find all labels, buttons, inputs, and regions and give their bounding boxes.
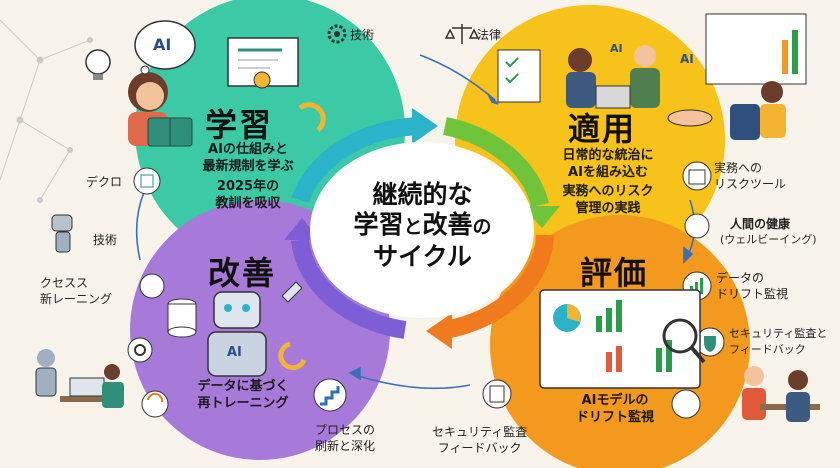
label-security-right-line1: セキュリティ監査と: [729, 327, 828, 340]
label-security-right: セキュリティ監査と フィードバック: [729, 326, 827, 358]
label-practice-tool: 実務への リスクツール: [714, 160, 786, 192]
center-cycle-arrows: [291, 117, 554, 339]
wrench-icon: [281, 281, 303, 303]
application-title: 適用: [568, 110, 637, 148]
label-process-left-line1: クセスス: [40, 276, 89, 290]
dashboard-illustration: [539, 289, 706, 389]
wrench-left-icon: [139, 273, 165, 299]
lightbulb-icon: [85, 49, 111, 80]
sync-icon: [141, 390, 169, 418]
cycle-title-line1: 継続的な: [372, 180, 473, 209]
application-ai-badge-1: AI: [610, 42, 623, 55]
label-process-line2: 刷新と深化: [315, 439, 376, 453]
label-wellbeing: 人間の健康 (ウェルビーイング): [720, 216, 817, 248]
cycle-title: 継続的な 学習と改善の サイクル: [340, 180, 505, 272]
cycle-title-line3: サイクル: [373, 242, 472, 271]
ai-thought-bubble: [134, 20, 196, 75]
application-body-line3: 実務へのリスク: [562, 184, 654, 199]
label-security-bottom-line2: フィードバック: [437, 441, 522, 455]
evaluation-body-line2: ドリフト監視: [575, 410, 654, 425]
label-drift: データの ドリフト監視: [716, 270, 788, 302]
network-decoration: [0, 19, 93, 203]
learning-body-line3: 2025年の: [216, 179, 280, 194]
application-body: 日常的な統治に AIを組み込む 実務へのリスク 管理の実践: [542, 147, 674, 217]
label-wellbeing-line1: 人間の健康: [730, 217, 791, 231]
learning-body-line4: 教訓を吸収: [215, 196, 281, 211]
improvement-body-line1: データに基づく: [197, 379, 289, 394]
label-law-top: 法律: [477, 28, 502, 42]
database-icon: [167, 298, 197, 338]
label-process-left: クセスス 新レーニング: [40, 275, 112, 307]
gear-icon: [327, 24, 347, 44]
label-tech-left: 技術: [93, 233, 118, 247]
student-illustration: [128, 72, 193, 147]
application-body-line1: 日常的な統治に: [562, 148, 654, 163]
meeting-illustration: [497, 45, 713, 127]
document-icon: [482, 379, 512, 409]
label-practice-tool-line1: 実務への: [714, 161, 763, 175]
learning-body-line1: AIの仕組みと: [208, 142, 288, 157]
label-security-right-line2: フィードバック: [729, 343, 806, 356]
people-illustration: [742, 366, 820, 422]
learning-body: AIの仕組みと 最新規制を学ぶ 2025年の 教訓を吸収: [188, 141, 308, 212]
calendar-icon: [682, 161, 712, 191]
evaluation-title: 評価: [580, 254, 649, 292]
label-process-line1: プロセスの: [315, 423, 376, 437]
cycle-word-learning: 学習: [353, 210, 404, 239]
label-practice-tool-line2: リスクツール: [714, 177, 787, 191]
cycle-title-line2: 学習と改善の: [340, 210, 505, 242]
label-process-left-line2: 新レーニング: [40, 292, 113, 306]
center-hub: [310, 142, 534, 318]
cycle-word-and: と: [403, 216, 423, 238]
label-security-bottom: セキュリティ監査 フィードバック: [432, 424, 527, 456]
label-wellbeing-line2: (ウェルビーイング): [720, 233, 817, 246]
workers-illustration: [35, 349, 124, 408]
certificate-icon: [227, 37, 299, 89]
label-security-bottom-line1: セキュリティ監査: [432, 425, 528, 439]
evaluation-body-line1: AIモデルの: [581, 393, 649, 408]
application-ai-badge-2: AI: [680, 52, 694, 66]
digital-stamp-icon: [133, 167, 161, 195]
application-body-line4: 管理の実践: [575, 201, 641, 216]
label-tech-top: 技術: [350, 28, 375, 42]
arrowhead-teal: [412, 108, 438, 144]
stairs-icon: [313, 378, 347, 412]
robot-icon: [51, 214, 73, 253]
gear-left-icon: [127, 337, 153, 363]
presenter-illustration: [705, 13, 807, 140]
arrowhead-orange: [426, 313, 452, 349]
cycle-word-of: の: [472, 216, 492, 238]
refresh-cycle-icon: [278, 341, 307, 371]
ai-robot-illustration: [207, 291, 267, 377]
improvement-body: データに基づく 再トレーニング: [188, 378, 298, 412]
report-icon: [671, 389, 701, 419]
label-drift-line1: データの: [716, 271, 765, 285]
scales-icon: [444, 24, 480, 44]
label-digital-left: デクロ: [86, 175, 123, 189]
improvement-title: 改善: [208, 254, 277, 292]
cycle-word-improvement: 改善: [422, 210, 473, 239]
arrowhead-green: [522, 206, 560, 228]
learning-ai-badge: AI: [153, 35, 172, 54]
label-process: プロセスの 刷新と深化: [315, 422, 375, 454]
learning-title: 学習: [205, 106, 274, 144]
improvement-body-line2: 再トレーニング: [197, 396, 289, 411]
label-drift-line2: ドリフト監視: [716, 287, 789, 301]
wellbeing-icon: [684, 213, 710, 239]
application-body-line2: AIを組み込む: [568, 165, 648, 180]
evaluation-body: AIモデルの ドリフト監視: [560, 392, 670, 426]
improvement-ai-badge: AI: [227, 345, 242, 360]
learning-body-line2: 最新規制を学ぶ: [202, 159, 294, 174]
refresh-icon: [298, 102, 326, 132]
